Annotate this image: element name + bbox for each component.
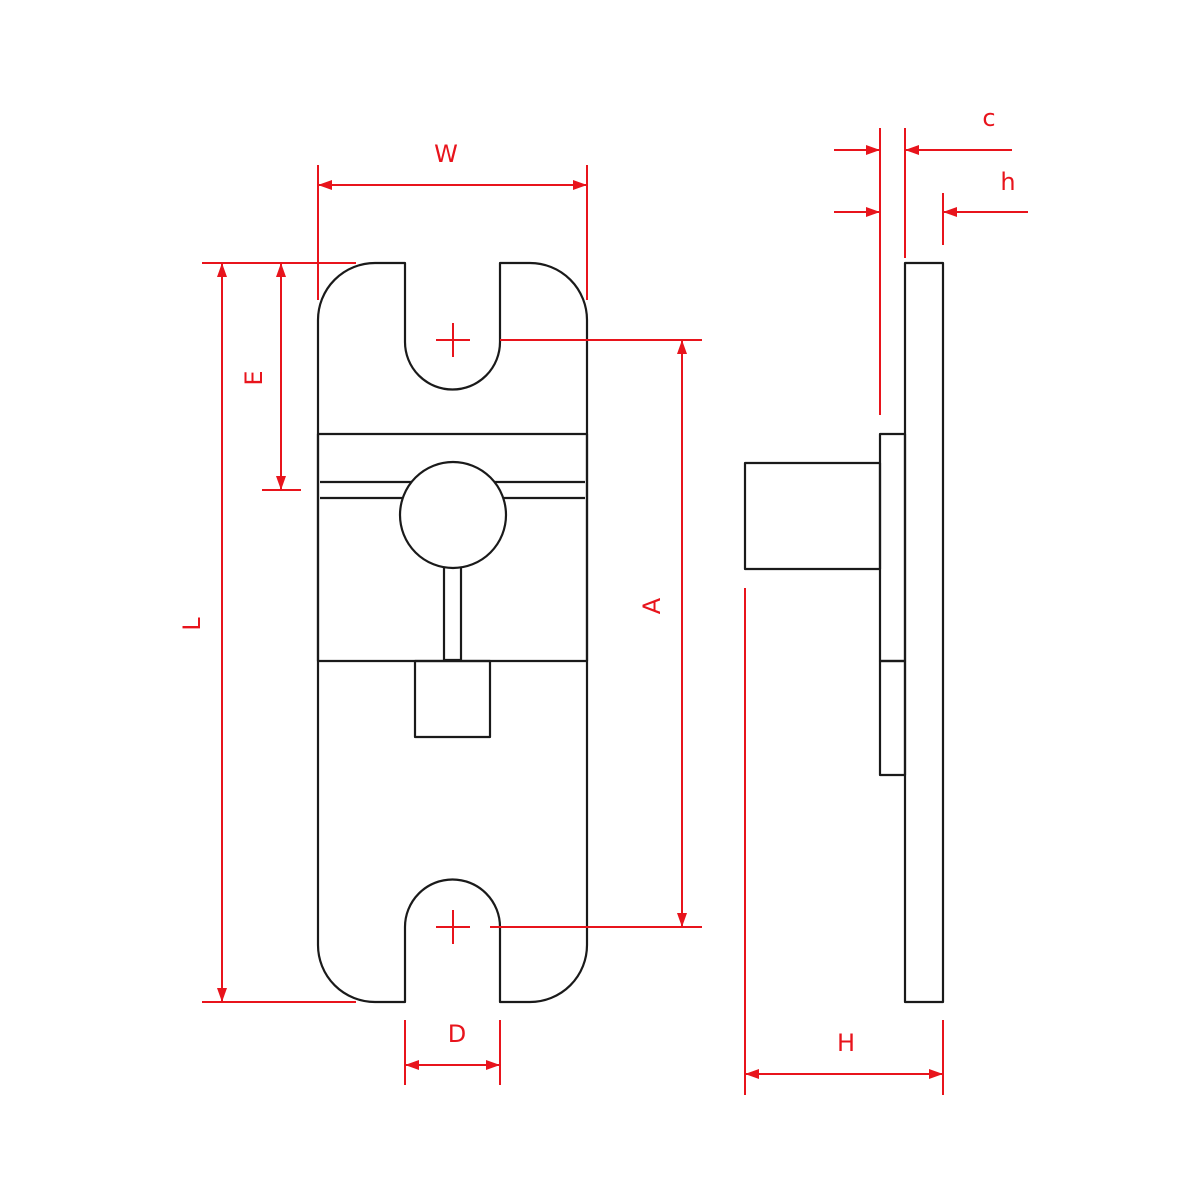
side-flange-upper	[878, 432, 907, 663]
dimension-d: D	[404, 1020, 501, 1085]
dimension-c: c	[834, 104, 1012, 415]
lower-tab	[413, 659, 492, 739]
dimension-d-label: D	[448, 1020, 466, 1048]
dimension-l-label: L	[178, 617, 206, 631]
front-view	[316, 261, 589, 1004]
stem	[442, 565, 463, 662]
dimension-h-thickness: h	[834, 168, 1028, 245]
cam-circle	[398, 460, 508, 570]
hole-center-marks	[436, 323, 470, 944]
dimension-w: W	[317, 140, 588, 300]
dimension-h-height: H	[744, 588, 944, 1095]
dimension-a-label: A	[638, 597, 666, 614]
dimension-h-height-label: H	[837, 1029, 855, 1057]
dimension-h-thickness-label: h	[1000, 168, 1015, 196]
dimension-a: A	[490, 339, 702, 928]
dimension-w-label: W	[434, 140, 458, 168]
dimension-e: E	[240, 263, 301, 491]
side-cam-body	[743, 461, 882, 571]
dimension-c-label: c	[982, 104, 995, 132]
side-view	[743, 261, 945, 1004]
side-flange-lower	[878, 659, 907, 777]
side-plate	[903, 261, 945, 1004]
plate-outline	[316, 261, 589, 1004]
dimension-e-label: E	[240, 370, 268, 385]
